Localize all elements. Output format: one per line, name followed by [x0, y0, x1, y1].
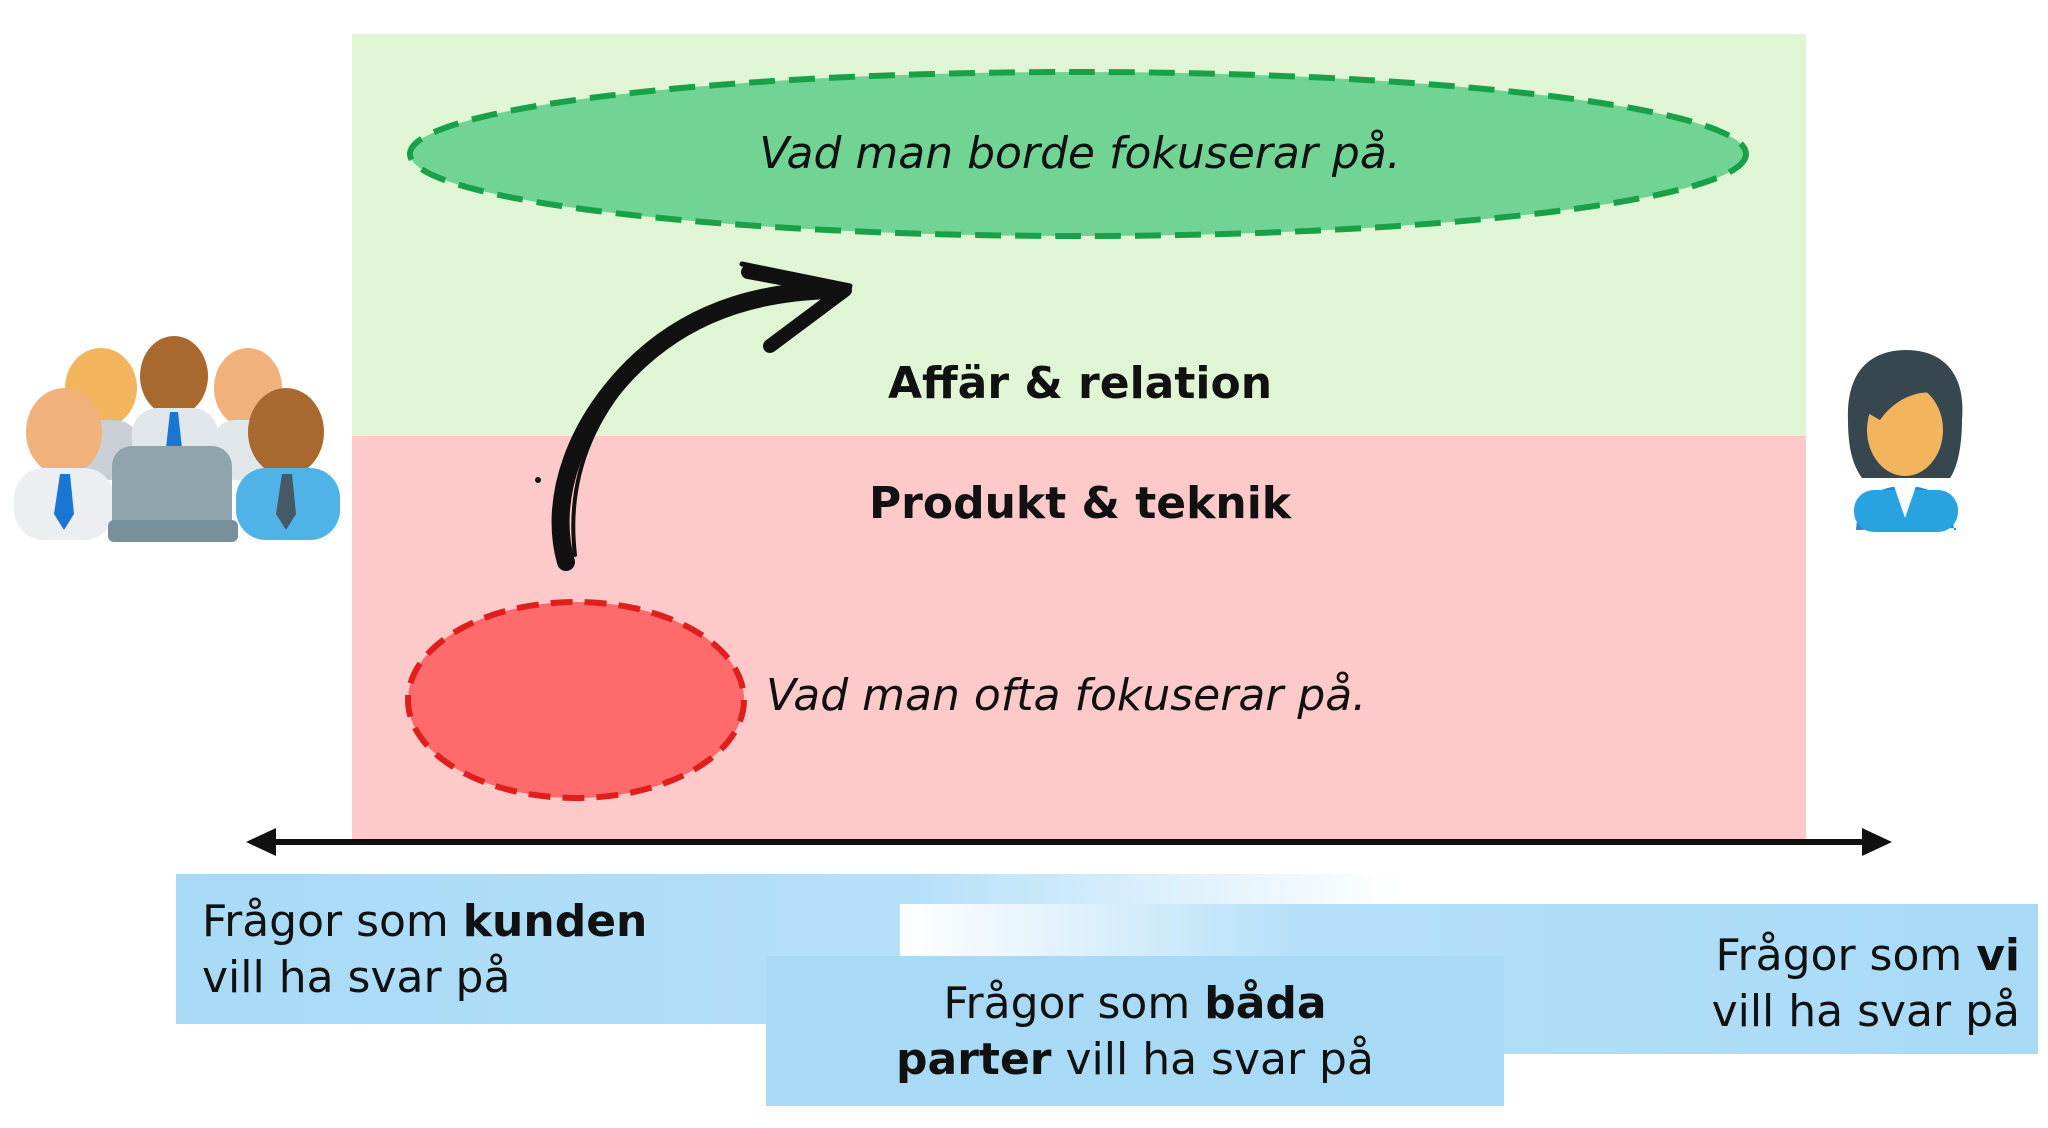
shared-questions-box: Frågor som båda parter vill ha svar på: [766, 956, 1504, 1106]
both-box-bold1: båda: [1204, 978, 1327, 1029]
both-box-bold2: parter: [896, 1034, 1052, 1085]
customer-box-prefix: Frågor som: [202, 896, 463, 947]
product-technology-label: Produkt & teknik: [868, 478, 1292, 529]
us-box-prefix: Frågor som: [1715, 930, 1977, 981]
both-box-suffix: vill ha svar på: [1051, 1034, 1374, 1085]
double-headed-arrow-icon: [246, 828, 1892, 856]
target-focus-text: Vad man borde fokuserar på.: [759, 128, 1401, 179]
group-of-business-people-icon: [14, 336, 340, 542]
current-focus-text: Vad man ofta fokuserar på.: [766, 670, 1367, 721]
business-relation-label: Affär & relation: [887, 358, 1273, 409]
current-focus-ellipse: [405, 599, 747, 801]
curved-brush-arrow-icon: [535, 261, 853, 571]
customer-box-line2: vill ha svar på: [202, 952, 511, 1003]
target-focus-ellipse: [407, 69, 1749, 239]
us-box-bold: vi: [1976, 930, 2020, 981]
us-box-line2: vill ha svar på: [1711, 986, 2020, 1037]
customer-box-bold: kunden: [462, 896, 648, 947]
both-box-prefix: Frågor som: [943, 978, 1205, 1029]
businesswoman-icon: [1847, 350, 1963, 532]
